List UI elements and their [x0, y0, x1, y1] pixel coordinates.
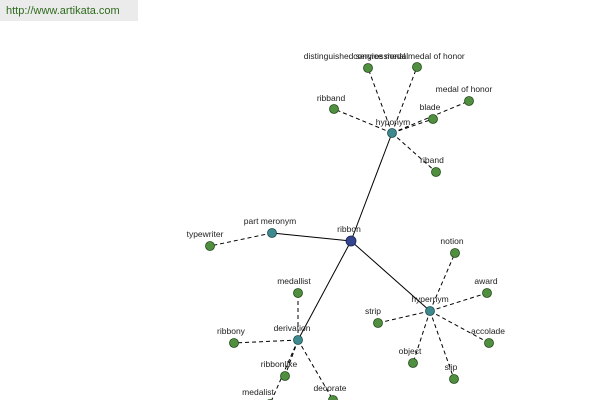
leaf-node-slip[interactable] — [449, 374, 459, 384]
leaf-label-ribband: ribband — [317, 93, 346, 103]
leaf-label-medal-of-honor: medal of honor — [436, 84, 493, 94]
nodes-layer — [205, 62, 494, 400]
leaf-label-ribbony: ribbony — [217, 326, 246, 336]
url-bar: http://www.artikata.com — [0, 0, 138, 21]
leaf-label-medallist: medallist — [277, 276, 311, 286]
leaf-label-award: award — [474, 276, 497, 286]
edges-layer — [209, 66, 490, 400]
edge-derivation-decorate — [297, 339, 334, 400]
leaf-node-congressional-medal-of-honor[interactable] — [412, 62, 422, 72]
edge-hyponym-blade — [391, 118, 434, 134]
relation-node-hyponym[interactable] — [387, 128, 397, 138]
edge-ribbon-hypernym — [350, 240, 431, 312]
leaf-node-accolade[interactable] — [484, 338, 494, 348]
center-label: ribbon — [337, 224, 361, 234]
edge-hyponym-ribband — [333, 108, 393, 134]
labels-layer: distinguished service medalcongressional… — [187, 51, 506, 397]
leaf-label-object: object — [399, 346, 422, 356]
leaf-label-slip: slip — [445, 362, 458, 372]
edge-hypernym-notion — [429, 252, 456, 312]
leaf-node-medallist[interactable] — [293, 288, 303, 298]
leaf-label-blade: blade — [420, 102, 441, 112]
relation-label-hypernym: hypernym — [411, 294, 448, 304]
leaf-node-riband[interactable] — [431, 167, 441, 177]
leaf-label-medalist: medalist — [242, 387, 274, 397]
relation-node-hypernym[interactable] — [425, 306, 435, 316]
leaf-node-blade[interactable] — [428, 114, 438, 124]
leaf-node-strip[interactable] — [373, 318, 383, 328]
leaf-node-ribbony[interactable] — [229, 338, 239, 348]
leaf-node-typewriter[interactable] — [205, 241, 215, 251]
leaf-label-typewriter: typewriter — [187, 229, 224, 239]
leaf-node-ribbonlike[interactable] — [280, 371, 290, 381]
edge-hyponym-riband — [391, 132, 437, 173]
leaf-node-decorate[interactable] — [328, 395, 338, 400]
edge-ribbon-derivation — [297, 240, 352, 341]
edge-hyponym-distinguished-service-medal — [367, 67, 393, 134]
edge-ribbon-hyponym — [350, 132, 393, 242]
leaf-label-riband: riband — [420, 155, 444, 165]
edge-derivation-ribbony — [233, 339, 299, 344]
center-node-ribbon[interactable] — [345, 235, 357, 247]
edge-hyponym-congressional-medal-of-honor — [391, 66, 418, 134]
leaf-node-object[interactable] — [408, 358, 418, 368]
leaf-node-medal-of-honor[interactable] — [464, 96, 474, 106]
edge-hypernym-strip — [377, 310, 431, 324]
site-url-link[interactable]: http://www.artikata.com — [6, 4, 120, 17]
relation-label-part-meronym: part meronym — [244, 216, 296, 226]
edge-hypernym-slip — [429, 310, 455, 380]
edge-hypernym-award — [429, 292, 488, 312]
edge-ribbon-part-meronym — [271, 232, 352, 242]
edge-hypernym-object — [412, 310, 431, 364]
leaf-label-notion: notion — [440, 236, 463, 246]
edge-derivation-ribbonlike — [284, 339, 299, 377]
edge-derivation-medalist — [271, 339, 299, 400]
leaf-node-distinguished-service-medal[interactable] — [363, 63, 373, 73]
leaf-label-ribbonlike: ribbonlike — [261, 359, 298, 369]
leaf-node-award[interactable] — [482, 288, 492, 298]
edge-part-meronym-typewriter — [209, 232, 273, 247]
leaf-label-congressional-medal-of-honor: congressional medal of honor — [353, 51, 465, 61]
leaf-label-decorate: decorate — [313, 383, 346, 393]
relation-node-part-meronym[interactable] — [267, 228, 277, 238]
leaf-label-distinguished-service-medal: distinguished service medal — [304, 51, 409, 61]
leaf-label-strip: strip — [365, 306, 381, 316]
leaf-node-ribband[interactable] — [329, 104, 339, 114]
relation-node-derivation[interactable] — [293, 335, 303, 345]
leaf-label-accolade: accolade — [471, 326, 505, 336]
leaf-node-notion[interactable] — [450, 248, 460, 258]
relation-label-derivation: derivation — [274, 323, 311, 333]
relation-label-hyponym: hyponym — [376, 117, 411, 127]
